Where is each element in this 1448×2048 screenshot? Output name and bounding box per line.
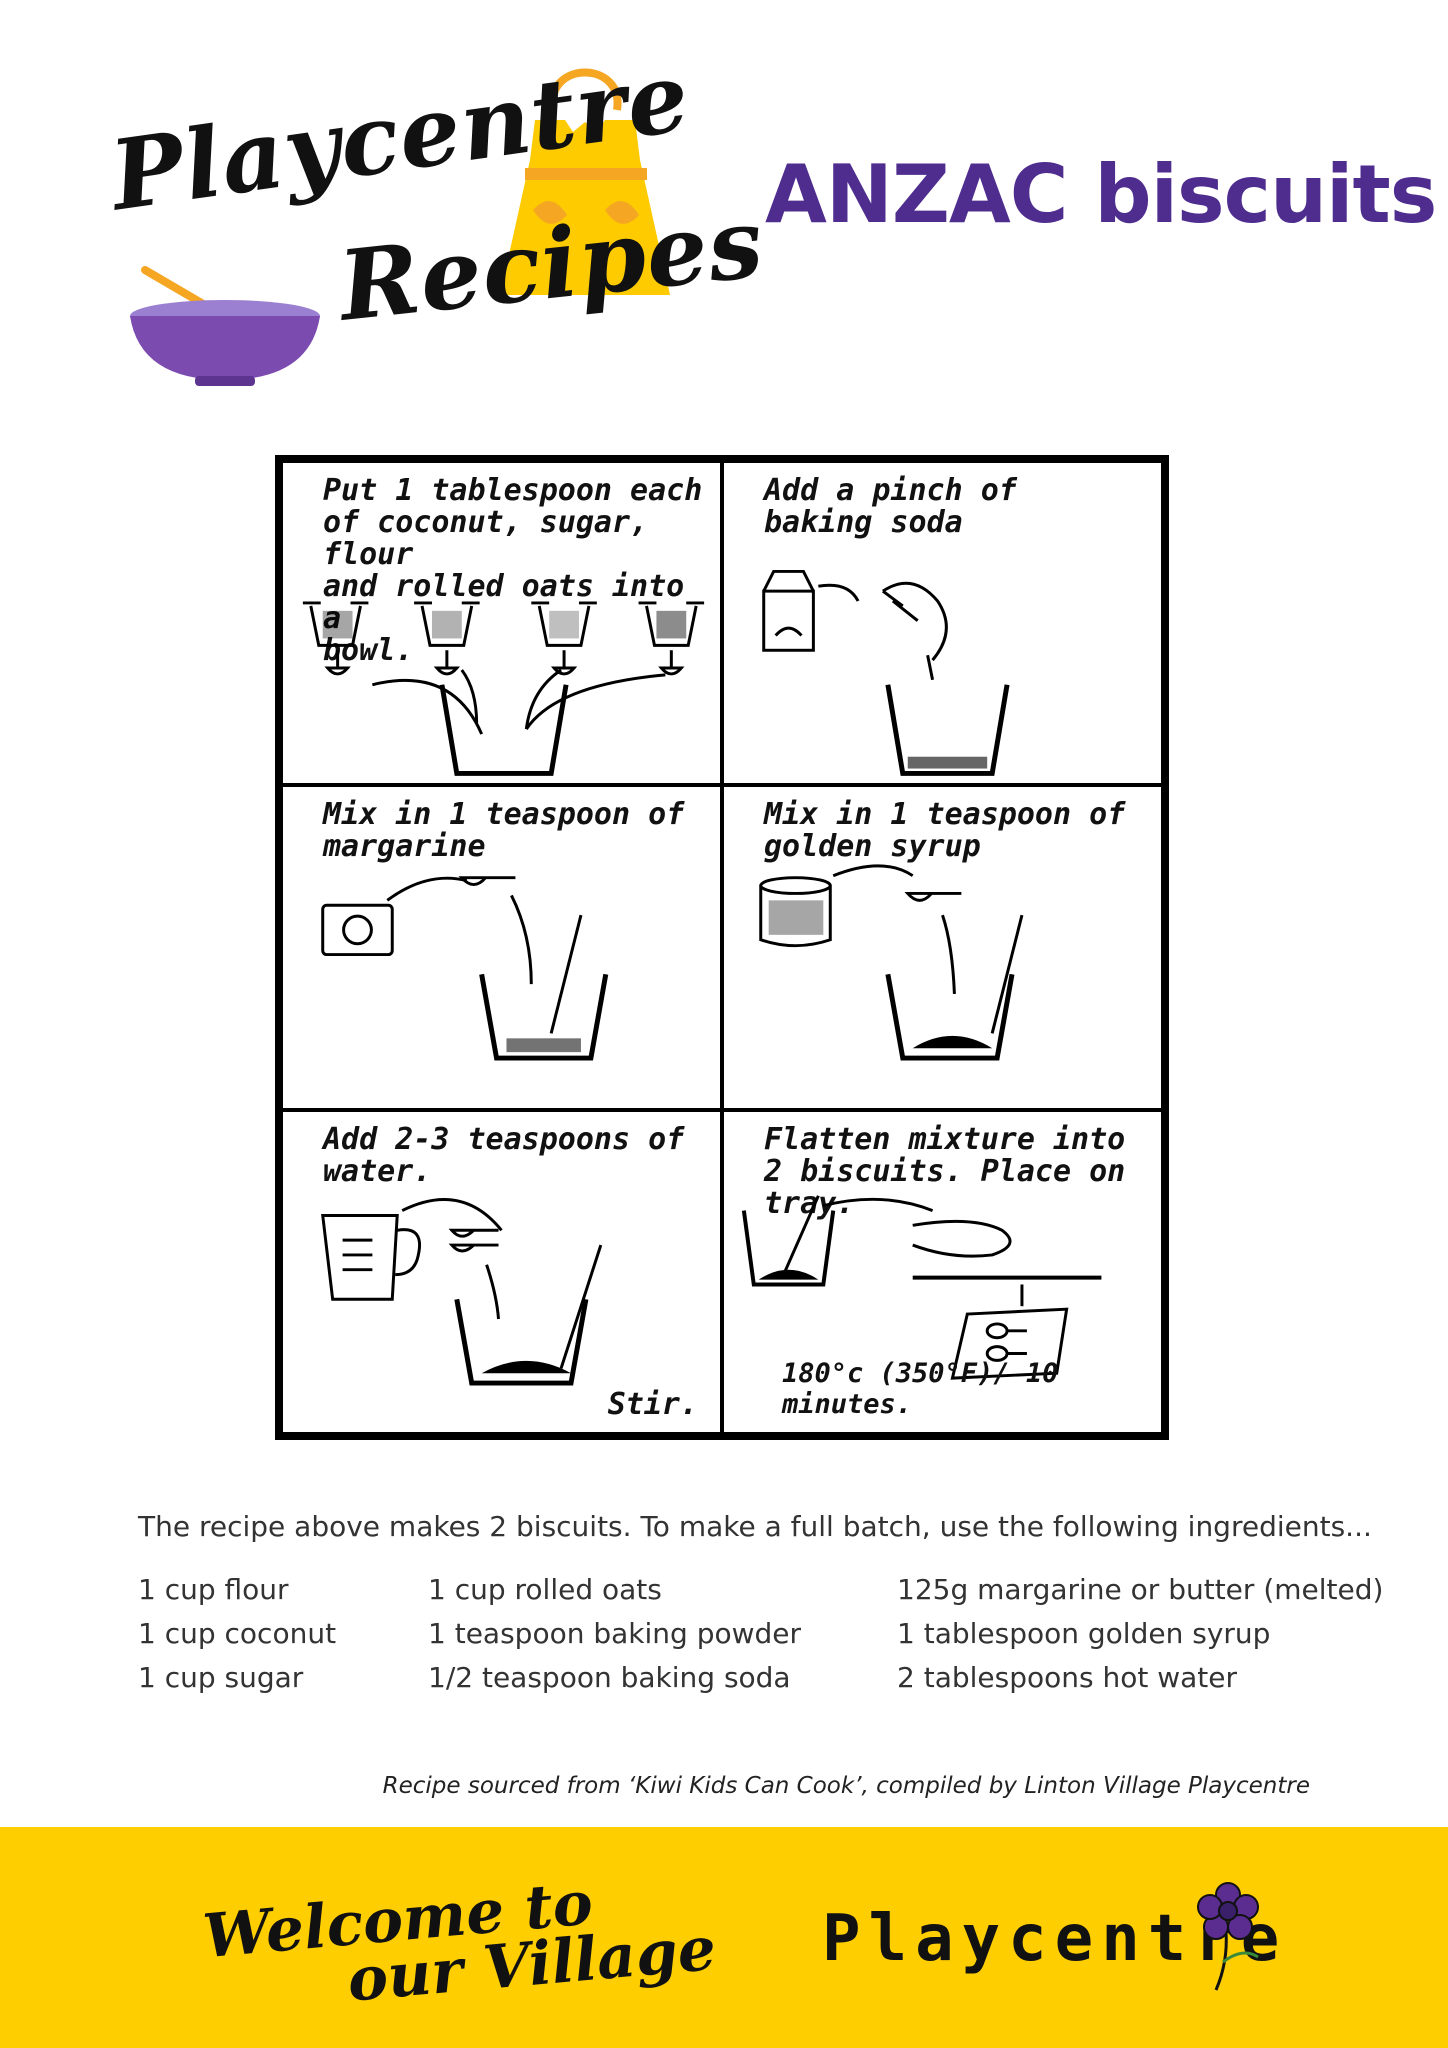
logo-text-recipes: Recipes [334,185,769,343]
playcentre-recipes-logo: Playcentre Recipes [100,40,769,390]
recipe-steps-comic: Put 1 tablespoon each of coconut, sugar,… [275,455,1169,1440]
measuring-jug-icon [321,1197,603,1386]
recipe-source-credit: Recipe sourced from ‘Kiwi Kids Can Cook’… [382,1773,1310,1799]
footer-banner: Welcome to our Village Playcentre [0,1827,1448,2048]
step-6-note: 180°c (350°F)/ 10 minutes. [782,1358,1059,1420]
margarine-tub-icon [321,876,609,1061]
step-panel-4: Mix in 1 teaspoon of golden syrup [722,785,1163,1110]
ingredient-item: 1 teaspoon baking powder [428,1617,802,1650]
step-5-text: Add 2-3 teaspoons of water. [323,1121,685,1189]
step-3-text: Mix in 1 teaspoon of margarine [323,797,685,865]
step-5-note: Stir. [607,1387,698,1422]
bowl-ingredients-icon [302,601,705,776]
step-panel-5: Add 2-3 teaspoons of water. Stir. [281,1109,722,1434]
ingredient-item: 2 tablespoons hot water [897,1661,1238,1694]
apron-icon [500,68,670,295]
step-1-text: Put 1 tablespoon each of coconut, sugar,… [323,473,703,668]
ingredient-item: 1 cup flour [138,1573,289,1606]
page-title: ANZAC biscuits [765,148,1437,241]
ingredients-column-1: 1 cup flour 1 cup coconut 1 cup sugar [138,1568,336,1700]
ingredient-item: 1 cup sugar [138,1661,304,1694]
step-panel-3: Mix in 1 teaspoon of margarine [281,785,722,1110]
welcome-to-our-village-text: Welcome to our Village [200,1865,718,2021]
ingredient-item: 1 tablespoon golden syrup [897,1617,1271,1650]
ingredients-intro: The recipe above makes 2 biscuits. To ma… [138,1510,1372,1543]
step-panel-1: Put 1 tablespoon each of coconut, sugar,… [281,461,722,786]
ingredient-item: 1 cup rolled oats [428,1573,662,1606]
mixing-bowl-icon [130,266,320,386]
step-6-text: Flatten mixture into 2 biscuits. Place o… [764,1121,1126,1221]
golden-syrup-tin-icon [759,864,1024,1061]
ingredient-item: 1/2 teaspoon baking soda [428,1661,791,1694]
step-2-text: Add a pinch of baking soda [764,473,1017,540]
baking-soda-box-icon [762,569,1010,776]
baking-tray-icon [741,1194,1102,1380]
flower-icon [1197,1882,1259,1991]
step-4-text: Mix in 1 teaspoon of golden syrup [764,797,1126,865]
ingredient-item: 125g margarine or butter (melted) [897,1573,1384,1606]
ingredients-column-3: 125g margarine or butter (melted) 1 tabl… [897,1568,1383,1700]
ingredient-item: 1 cup coconut [138,1617,337,1650]
step-panel-2: Add a pinch of baking soda [722,461,1163,786]
step-panel-6: Flatten mixture into 2 biscuits. Place o… [722,1109,1163,1434]
ingredients-column-2: 1 cup rolled oats 1 teaspoon baking powd… [428,1568,801,1700]
